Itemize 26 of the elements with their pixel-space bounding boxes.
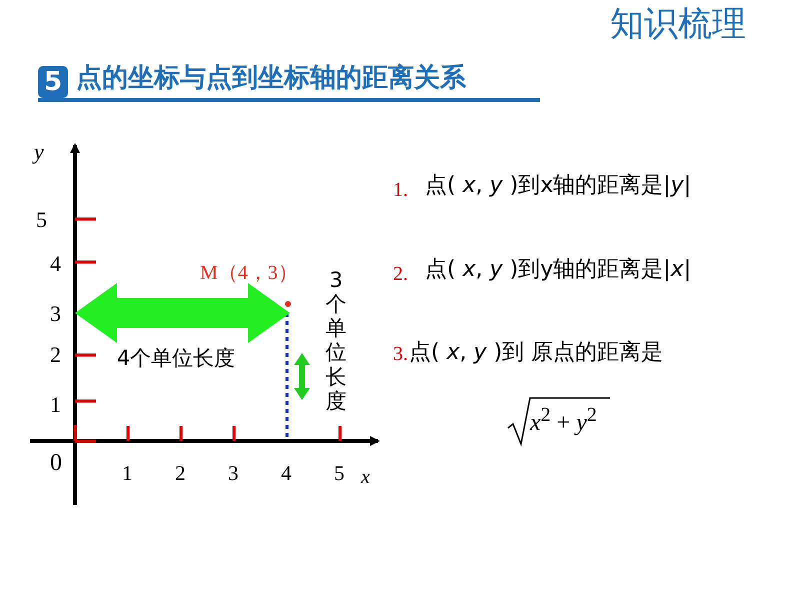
formula-text: x$^{2}$ + y$^{2}$	[530, 404, 597, 436]
distance-label: 3个单位长度	[325, 268, 347, 413]
tick-label: 4	[50, 252, 61, 276]
section-number: 5	[38, 66, 68, 98]
statement-text: 点( x, y )到x轴的距离是|y|	[425, 174, 692, 198]
distance-label: 4个单位长度	[116, 345, 236, 372]
axis-label: y	[34, 140, 44, 164]
statement-text: 点( x, y )到y轴的距离是|x|	[425, 258, 692, 282]
tick-label: 3	[228, 462, 238, 486]
heading: 点的坐标与点到坐标轴的距离关系	[76, 64, 466, 93]
tick-label: 4	[281, 462, 292, 486]
tick-label: 1	[122, 462, 132, 486]
tick-label: 2	[50, 343, 61, 368]
item-number: 1.	[393, 179, 408, 201]
item-number: 3.	[393, 343, 408, 365]
tick-label: 0	[50, 450, 62, 476]
point-label: M（4，3）	[200, 262, 298, 284]
tick-label: 5	[36, 208, 47, 232]
axis-label: x	[361, 466, 370, 488]
tick-label: 1	[50, 393, 61, 418]
item-number: 2.	[393, 263, 408, 285]
statement-text: 点( x, y )到 原点的距离是	[409, 341, 664, 366]
tick-label: 2	[175, 462, 186, 486]
tick-label: 3	[50, 302, 61, 326]
corner-title: 知识梳理	[610, 6, 746, 44]
tick-label: 5	[334, 462, 344, 486]
